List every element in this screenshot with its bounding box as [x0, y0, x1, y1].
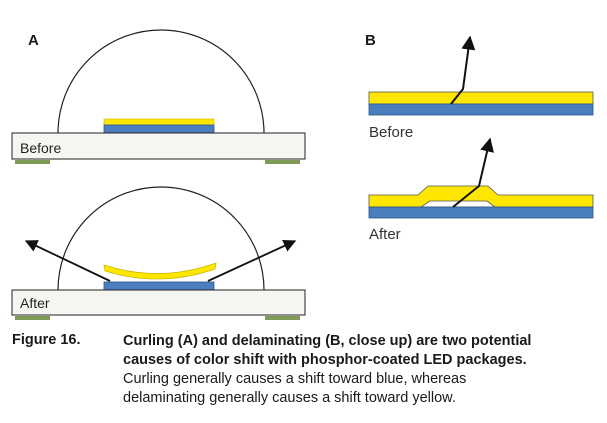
escaping-blue-light-arrow-right	[207, 240, 297, 282]
caption-title-line-1: Curling (A) and delaminating (B, close u…	[123, 333, 532, 349]
substrate	[11, 289, 306, 316]
curled-phosphor-layer	[103, 262, 217, 280]
after-label-a: After	[20, 295, 50, 311]
phosphor-layer	[368, 91, 594, 105]
led-chip	[103, 124, 215, 134]
solder-pad-right	[265, 160, 300, 164]
lens-dome	[57, 29, 265, 134]
led-color-shift-diagram: A Before After B Before After	[11, 29, 594, 320]
caption-body-line-1: Curling generally causes a shift toward …	[123, 371, 467, 387]
phosphor-layer	[103, 118, 215, 126]
caption-text: Curling (A) and delaminating (B, close u…	[123, 332, 593, 408]
caption-body-line-2: delaminating generally causes a shift to…	[123, 390, 456, 406]
solder-pad-left	[15, 160, 50, 164]
caption-title-line-2: causes of color shift with phosphor-coat…	[123, 352, 527, 368]
panel-b-label: B	[365, 32, 376, 49]
light-ray-arrow	[450, 35, 476, 105]
panel-a-before: Before	[11, 29, 306, 164]
led-chip	[103, 281, 215, 291]
led-chip	[368, 103, 594, 116]
escaping-blue-light-arrow-left	[24, 240, 111, 282]
panel-a-after: After	[11, 186, 306, 320]
after-label-b: After	[369, 226, 401, 243]
led-chip	[368, 206, 594, 219]
lens-dome	[57, 186, 265, 291]
solder-pad-left	[15, 316, 50, 320]
substrate	[11, 132, 306, 160]
solder-pad-right	[265, 316, 300, 320]
panel-a-label: A	[28, 32, 39, 49]
figure-number: Figure 16.	[12, 332, 81, 348]
before-label-b: Before	[369, 124, 413, 141]
light-ray-arrow	[452, 137, 494, 208]
before-label-a: Before	[20, 140, 61, 156]
panel-b-after: After	[368, 137, 594, 243]
panel-b-before: Before	[368, 35, 594, 141]
